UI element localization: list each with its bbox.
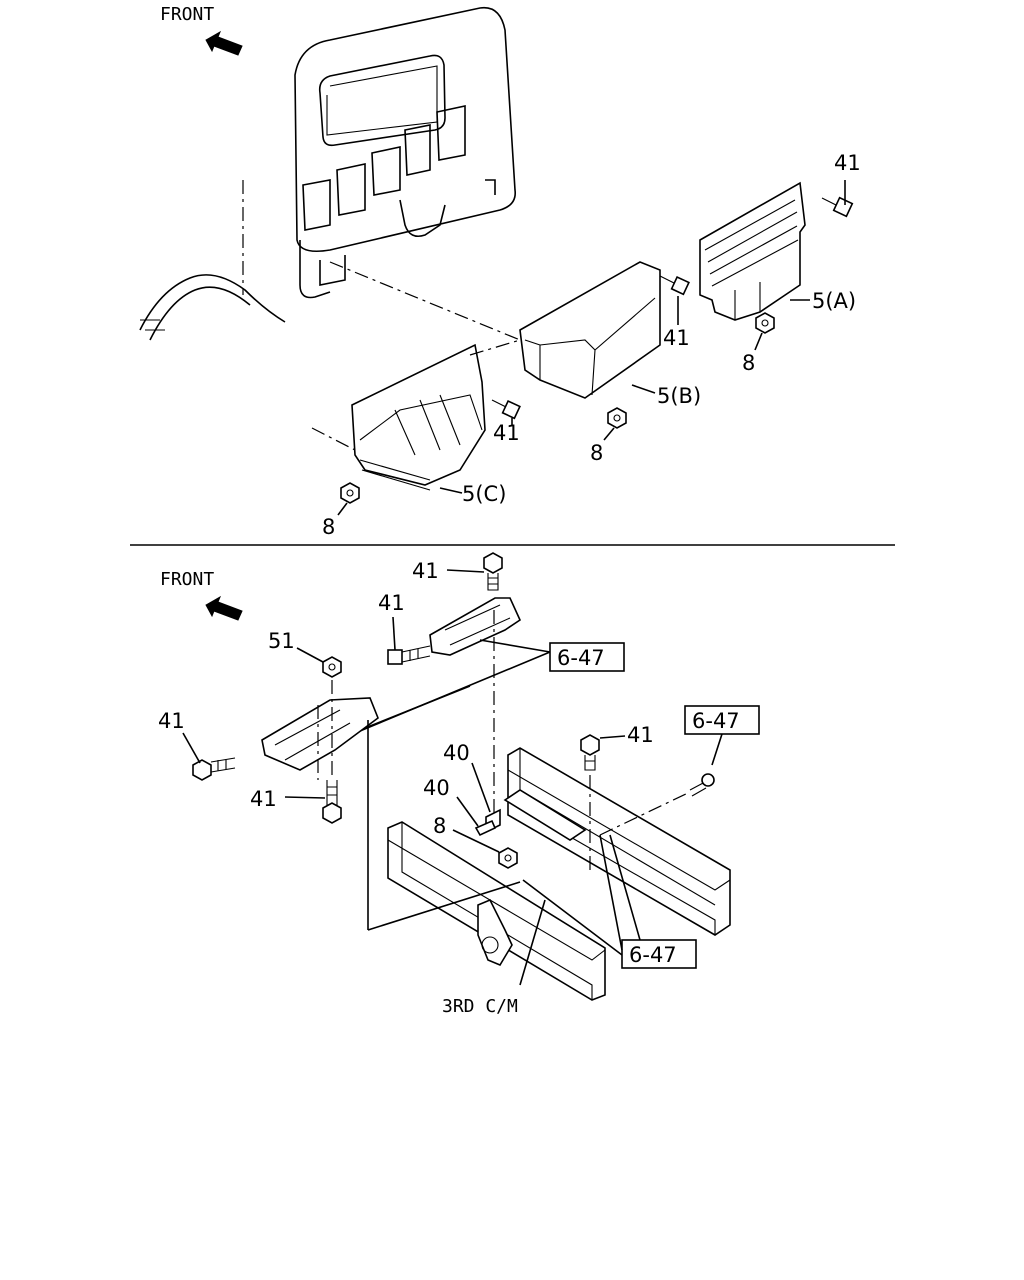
- nut-5b-icon: [607, 407, 627, 429]
- cover-5b: [519, 261, 661, 399]
- bolt-lower-left-icon: [322, 780, 342, 824]
- callout-8-5c: 8: [322, 515, 335, 539]
- bolt-left-icon: [192, 757, 236, 781]
- callout-41-left: 41: [158, 709, 185, 733]
- callout-41-frame: 41: [627, 723, 654, 747]
- ref-box-lower: [621, 939, 697, 969]
- bolt-5b-icon: [659, 275, 690, 296]
- ref-6-47-right: 6-47: [692, 709, 740, 733]
- ref-6-47-upper: 6-47: [557, 646, 605, 670]
- bolt-5c-icon: [491, 399, 521, 420]
- callout-40-lower: 40: [423, 776, 450, 800]
- callout-40-upper: 40: [443, 741, 470, 765]
- clip-icon: [689, 773, 715, 797]
- bracket-40-icon: [474, 808, 501, 837]
- cab-outline: [139, 6, 517, 341]
- bolt-frame-icon: [580, 734, 600, 771]
- cover-5c: [351, 343, 486, 491]
- callout-41-upper-left: 41: [378, 591, 405, 615]
- front-arrow-icon-upper: [205, 30, 243, 56]
- chassis-frame: [387, 747, 731, 1001]
- callout-5c: 5(C): [462, 482, 506, 506]
- bolt-5a-icon: [821, 196, 854, 218]
- nut-5c-icon: [340, 482, 360, 504]
- callout-41-lower-left: 41: [250, 787, 277, 811]
- nut-5a-icon: [755, 312, 775, 334]
- bolt-top-icon: [483, 552, 503, 591]
- ref-6-47-lower: 6-47: [629, 943, 677, 967]
- callout-41-top: 41: [412, 559, 439, 583]
- ref-box-upper: [549, 642, 625, 672]
- cover-5a: [699, 181, 806, 321]
- upper-bracket: [429, 597, 522, 656]
- callout-5b: 5(B): [657, 384, 701, 408]
- ref-box-right: [684, 705, 760, 735]
- front-label-upper: FRONT: [160, 4, 214, 25]
- front-arrow-icon-lower: [205, 595, 243, 621]
- crossmember-label: 3RD C/M: [442, 996, 518, 1017]
- callout-8-5b: 8: [590, 441, 603, 465]
- front-label-lower: FRONT: [160, 569, 214, 590]
- callout-41-5c: 41: [493, 421, 520, 445]
- nut-8-icon: [498, 847, 518, 869]
- lower-view: FRONT 41 41 6-47: [158, 552, 760, 1017]
- nut-51-icon: [322, 656, 342, 678]
- callout-51: 51: [268, 629, 295, 653]
- callout-8-lower: 8: [433, 814, 446, 838]
- mount-line-cab: [329, 261, 521, 341]
- left-bracket: [261, 697, 379, 771]
- callout-8-5a: 8: [742, 351, 755, 375]
- upper-view: FRONT: [139, 4, 861, 539]
- callout-41-5a: 41: [834, 151, 861, 175]
- callout-41-5b: 41: [663, 326, 690, 350]
- callout-5a: 5(A): [812, 289, 856, 313]
